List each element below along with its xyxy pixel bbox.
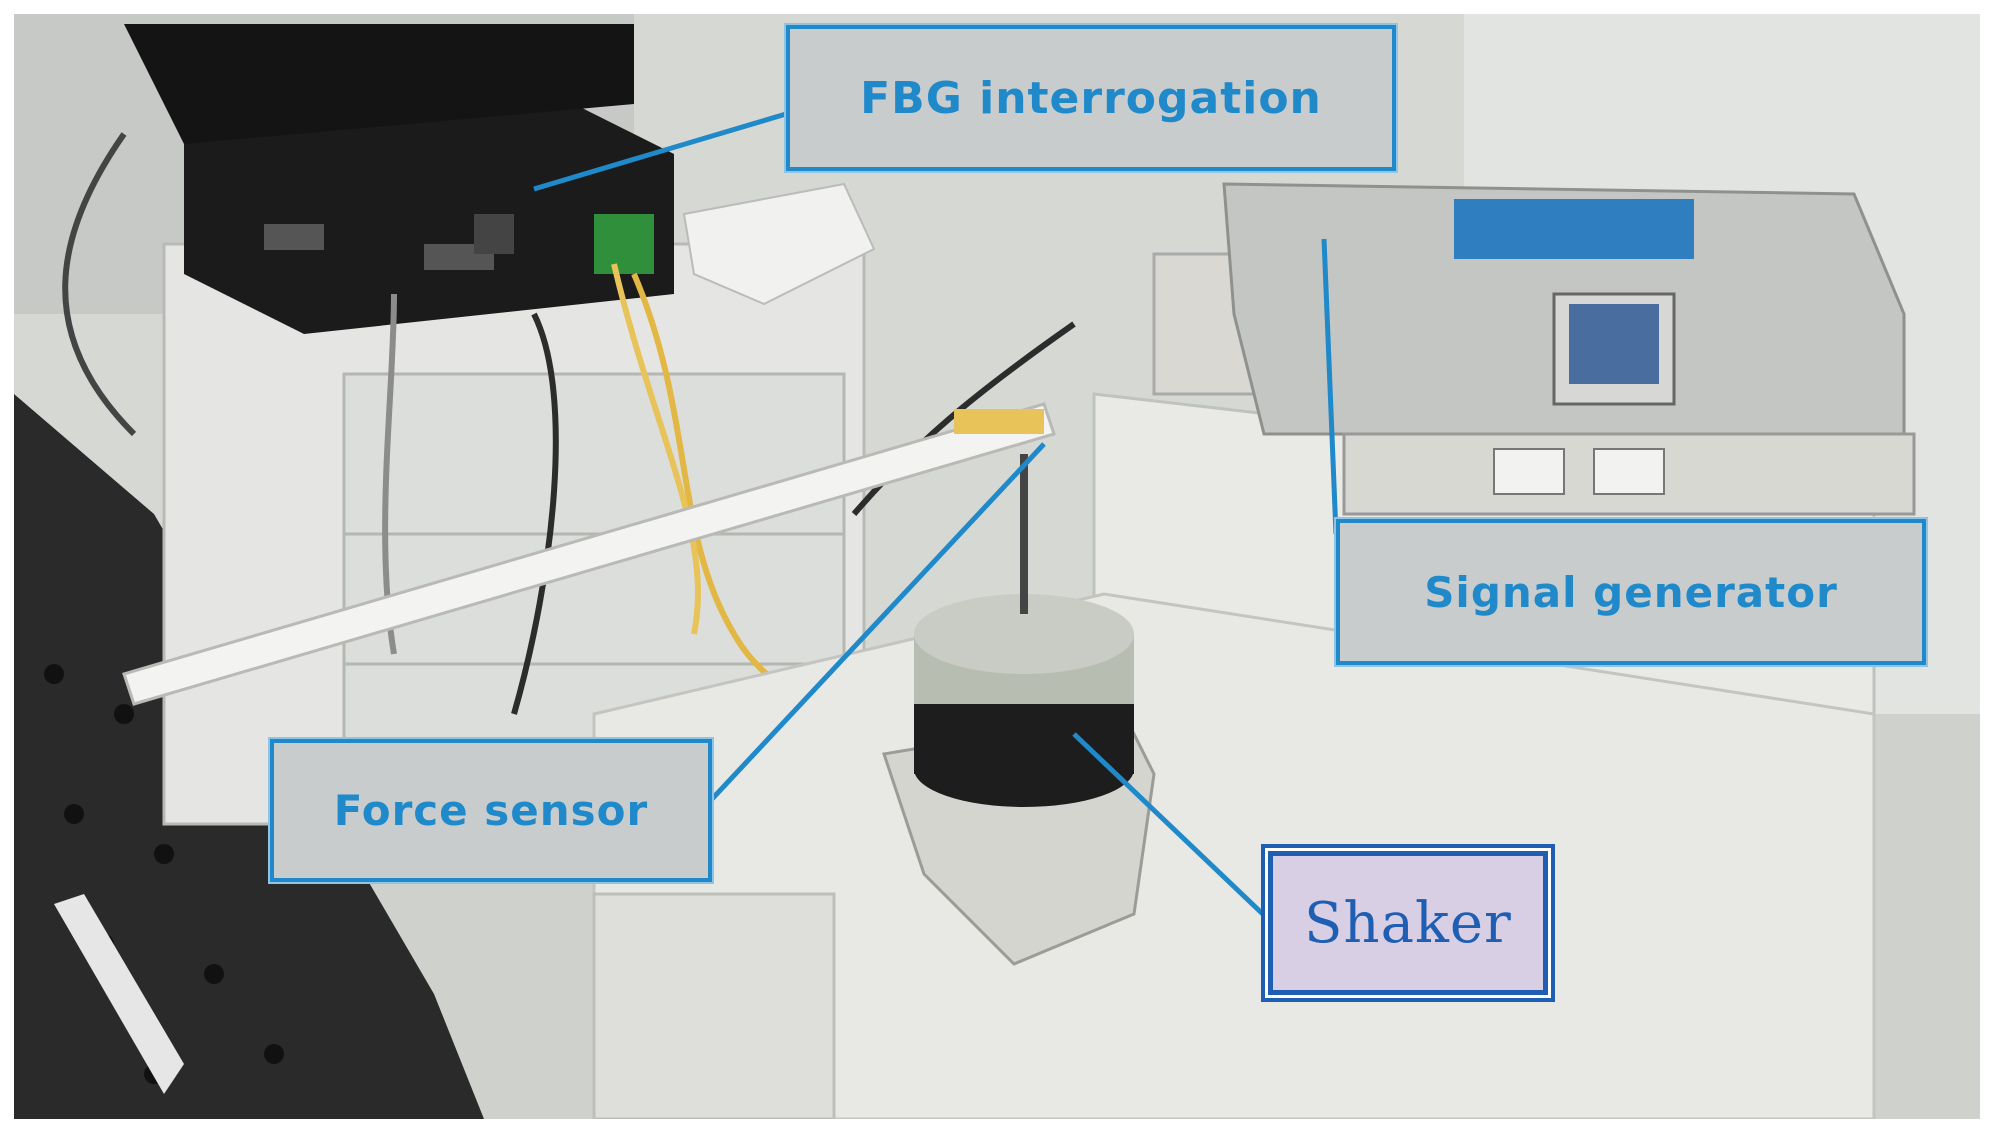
signal-generator-label: Signal generator [1336, 519, 1926, 665]
lab-scene-illustration [14, 14, 1980, 1119]
cantilever-beam [122, 402, 1056, 706]
force-sensor-label: Force sensor [270, 739, 712, 882]
callout-leaders [533, 111, 1339, 921]
fbg-interrogator-device [184, 104, 674, 334]
fbg-interrogation-label: FBG interrogation [786, 25, 1396, 171]
lab-photo: FBG interrogation Signal generator Force… [14, 14, 1980, 1119]
shaker-device [882, 454, 1156, 966]
wrench [54, 894, 184, 1094]
shaker-label: Shaker [1268, 851, 1548, 995]
